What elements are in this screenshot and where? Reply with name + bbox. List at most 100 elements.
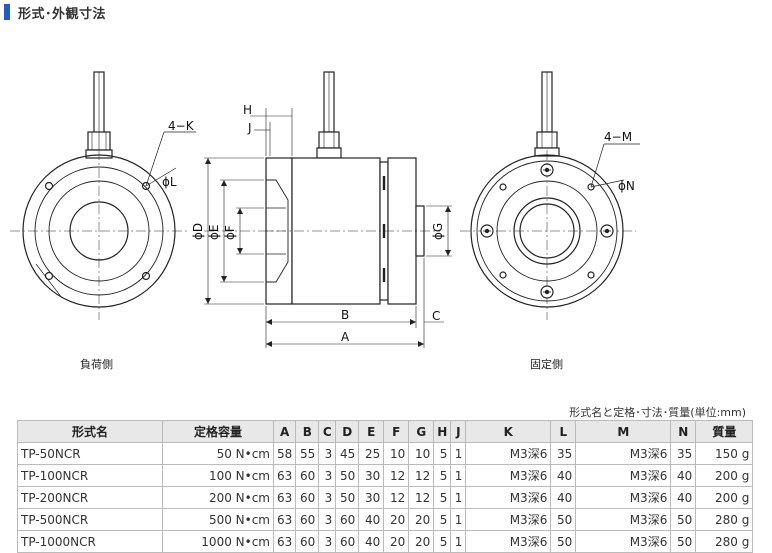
table-cell: TP-100NCR (17, 464, 163, 487)
dim-label-k: 4−K (168, 119, 195, 133)
table-cell: 3 (318, 530, 337, 553)
dim-label-g: ϕG (431, 223, 445, 240)
header-cell: F (383, 420, 410, 443)
header-cell: 定格容量 (162, 420, 274, 443)
table-cell: 5 (433, 486, 452, 509)
table-cell: 60 (295, 508, 320, 531)
table-cell: 1000 N•cm (162, 530, 274, 553)
caption-fixed-side: 固定側 (530, 358, 563, 371)
table-cell: 35 (670, 442, 697, 465)
table-cell: 1 (450, 486, 467, 509)
table-cell: 30 (358, 486, 385, 509)
table-cell: 35 (550, 442, 577, 465)
caption-load-side: 負荷側 (80, 358, 113, 371)
table-header-row: 形式名 定格容量 A B C D E F G H J K L M N 質量 (17, 420, 754, 443)
table-cell: 60 (295, 530, 320, 553)
table-cell: 50 (335, 486, 360, 509)
header-cell: 形式名 (17, 420, 163, 443)
dim-label-j: J (247, 121, 252, 135)
table-cell: 60 (295, 486, 320, 509)
table-cell: 25 (358, 442, 385, 465)
table-cell: 40 (550, 486, 577, 509)
load-side-view (10, 71, 196, 320)
dim-label-d: ϕD (191, 223, 205, 240)
dim-label-h: H (243, 103, 252, 117)
table-cell: 50 (550, 530, 577, 553)
table-cell: 40 (358, 530, 385, 553)
dim-label-l: ϕL (162, 175, 177, 189)
table-cell: 3 (318, 464, 337, 487)
header-cell: J (450, 420, 467, 443)
table-cell: 50 N•cm (162, 442, 274, 465)
dim-label-b: B (341, 308, 349, 322)
table-cell: M3深6 (575, 508, 672, 531)
table-cell: 100 N•cm (162, 464, 274, 487)
table-cell: 200 N•cm (162, 486, 274, 509)
table-cell: 3 (318, 486, 337, 509)
table-cell: 5 (433, 508, 452, 531)
header-cell: M (575, 420, 672, 443)
table-cell: M3深6 (575, 530, 672, 553)
table-cell: 40 (670, 486, 697, 509)
header-cell: G (408, 420, 435, 443)
table-cell: 1 (450, 530, 467, 553)
table-cell: 50 (550, 508, 577, 531)
table-cell: 12 (408, 486, 435, 509)
table-cell: 280 g (695, 530, 754, 553)
header-cell: B (295, 420, 320, 443)
table-cell: M3深6 (465, 486, 552, 509)
dim-label-c: C (432, 309, 440, 323)
table-cell: 60 (335, 508, 360, 531)
table-cell: 1 (450, 442, 467, 465)
table-cell: M3深6 (575, 442, 672, 465)
dim-label-n: ϕN (618, 179, 635, 193)
table-cell: 10 (383, 442, 410, 465)
table-cell: 50 (670, 508, 697, 531)
table-cell: 20 (408, 508, 435, 531)
table-cell: 200 g (695, 464, 754, 487)
technical-drawing: 4−K ϕL 4−M ϕN H J B A C ϕD ϕE ϕF ϕG (10, 71, 640, 348)
header-cell: A (272, 420, 297, 443)
side-view (204, 71, 452, 348)
table-cell: 50 (670, 530, 697, 553)
table-cell: 12 (408, 464, 435, 487)
table-cell: M3深6 (575, 464, 672, 487)
table-cell: 5 (433, 464, 452, 487)
header-cell: D (335, 420, 360, 443)
table-cell: 45 (335, 442, 360, 465)
header-cell: 質量 (695, 420, 754, 443)
table-cell: 3 (318, 508, 337, 531)
table-cell: TP-50NCR (17, 442, 163, 465)
table-cell: 55 (295, 442, 320, 465)
header-cell: K (465, 420, 552, 443)
table-cell: TP-200NCR (17, 486, 163, 509)
table-cell: 20 (383, 530, 410, 553)
table-cell: M3深6 (575, 486, 672, 509)
table-cell: 12 (383, 464, 410, 487)
dim-label-a: A (341, 330, 350, 344)
header-cell: L (550, 420, 577, 443)
section-title: 形式･外観寸法 (18, 6, 107, 22)
table-note: 形式名と定格･寸法･質量(単位:mm) (569, 406, 746, 419)
table-cell: M3深6 (465, 464, 552, 487)
table-cell: 500 N•cm (162, 508, 274, 531)
table-cell: TP-500NCR (17, 508, 163, 531)
dim-label-m: 4−M (604, 130, 632, 144)
table-cell: 1 (450, 464, 467, 487)
table-cell: 20 (408, 530, 435, 553)
table-cell: 60 (295, 464, 320, 487)
table-cell: 60 (335, 530, 360, 553)
header-cell: E (358, 420, 385, 443)
table-cell: 63 (272, 464, 297, 487)
table-cell: 5 (433, 442, 452, 465)
table-cell: 20 (383, 508, 410, 531)
dim-label-f: ϕF (223, 225, 237, 240)
table-cell: 30 (358, 464, 385, 487)
header-cell: N (670, 420, 697, 443)
table-cell: 5 (433, 530, 452, 553)
table-cell: M3深6 (465, 442, 552, 465)
table-cell: 63 (272, 530, 297, 553)
